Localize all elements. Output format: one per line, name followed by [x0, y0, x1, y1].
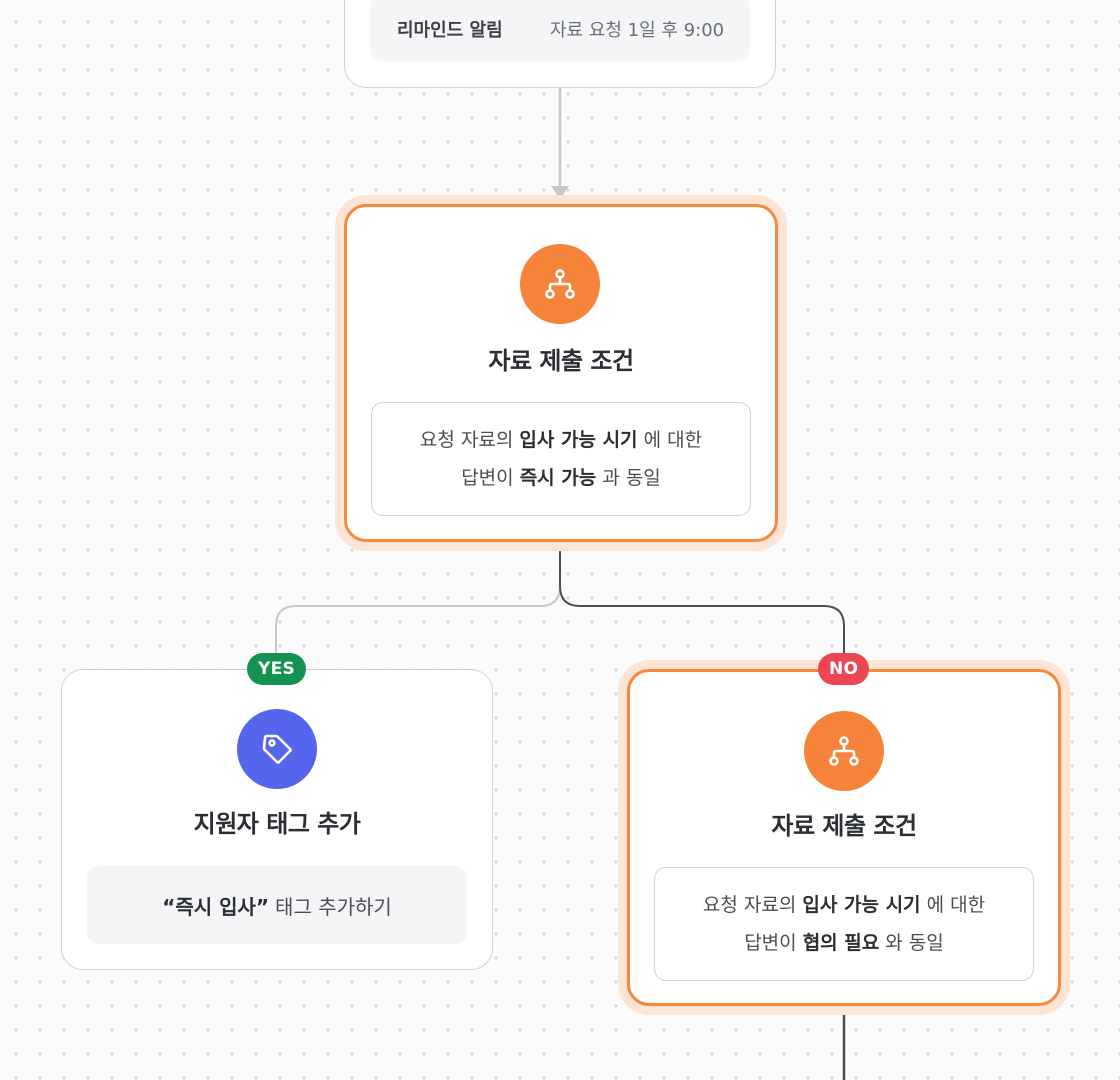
connector-no-branch	[559, 542, 845, 656]
reminder-detail-box: 리마인드 알림 자료 요청 1일 후 9:00	[370, 0, 750, 61]
condition-node-1[interactable]: 자료 제출 조건 요청 자료의 입사 가능 시기 에 대한 답변이 즉시 가능 …	[344, 204, 778, 542]
tag-node[interactable]: 지원자 태그 추가 “즉시 입사” 태그 추가하기	[61, 669, 493, 970]
reminder-label: 리마인드 알림	[397, 20, 503, 41]
branch-icon	[804, 711, 884, 791]
arrowhead	[551, 186, 569, 199]
condition-title: 자료 제출 조건	[771, 812, 917, 840]
reminder-value: 자료 요청 1일 후 9:00	[550, 20, 725, 41]
tag-action-box: “즉시 입사” 태그 추가하기	[87, 866, 467, 944]
condition-rule-line-1: 요청 자료의 입사 가능 시기 에 대한	[702, 894, 986, 916]
tag-action-text: 태그 추가하기	[275, 894, 392, 919]
tag-node-title: 지원자 태그 추가	[193, 810, 361, 838]
condition-rule-line-2: 답변이 즉시 가능 과 동일	[461, 467, 661, 489]
connector-yes-branch	[275, 542, 561, 656]
branch-icon	[520, 244, 600, 324]
condition-rule-line-2: 답변이 협의 필요 와 동일	[744, 932, 944, 954]
tag-icon	[237, 709, 317, 789]
yes-branch-badge[interactable]: YES	[247, 653, 307, 685]
no-branch-badge[interactable]: NO	[818, 653, 870, 685]
reminder-node[interactable]: 리마인드 알림 자료 요청 1일 후 9:00	[344, 0, 776, 88]
tag-action-tag-name: “즉시 입사”	[162, 894, 270, 919]
condition-title: 자료 제출 조건	[488, 347, 634, 375]
condition-node-2[interactable]: 자료 제출 조건 요청 자료의 입사 가능 시기 에 대한 답변이 협의 필요 …	[627, 669, 1061, 1006]
condition-rule-box: 요청 자료의 입사 가능 시기 에 대한 답변이 협의 필요 와 동일	[654, 867, 1034, 981]
condition-rule-line-1: 요청 자료의 입사 가능 시기 에 대한	[419, 429, 703, 451]
condition-rule-box: 요청 자료의 입사 가능 시기 에 대한 답변이 즉시 가능 과 동일	[371, 402, 751, 516]
